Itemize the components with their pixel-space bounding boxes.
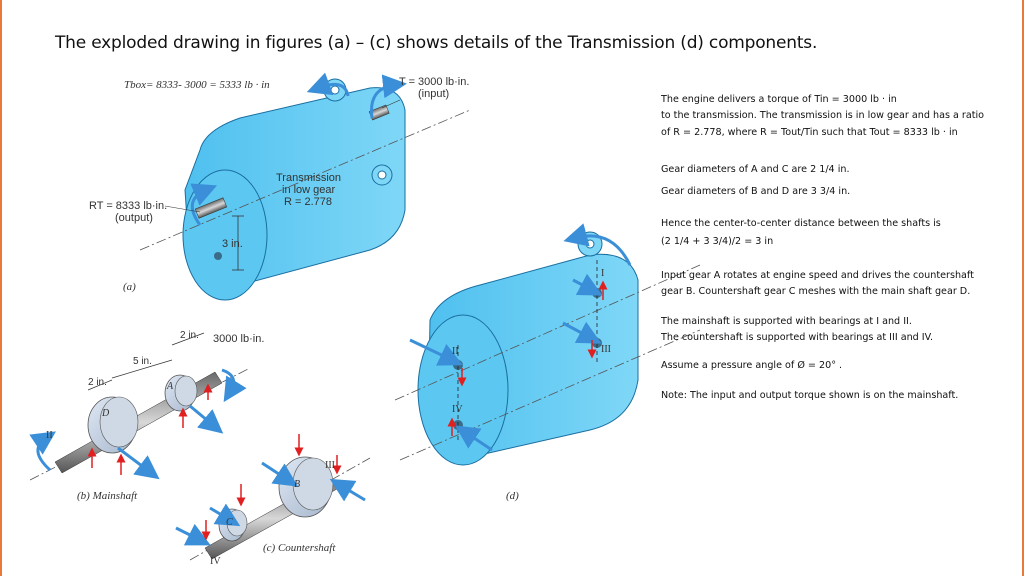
centerline-d-2 [399, 329, 701, 461]
dim-2in-left-label: 2 in. [88, 377, 107, 388]
figure-c-caption: (c) Countershaft [263, 542, 336, 554]
gear-c-label: C [226, 517, 233, 528]
dim-line-2in-left-b [87, 379, 113, 391]
dim-5in-label: 5 in. [133, 356, 152, 367]
panel-p5-line1: The mainshaft is supported with bearings… [661, 316, 912, 327]
gear-a-hub-b [174, 375, 198, 407]
figure-a [139, 72, 471, 301]
leader-line-input-a [381, 99, 401, 109]
figure-c [175, 434, 371, 561]
input-torque-sublabel: (input) [418, 88, 450, 100]
panel-p2-line1: Gear diameters of A and C are 2 1/4 in. [661, 164, 850, 175]
panel-p1-line1: The engine delivers a torque of Tin = 30… [661, 94, 897, 105]
panel-p5-line2: The countershaft is supported with beari… [661, 332, 934, 343]
dim-2in-top-label: 2 in. [180, 330, 199, 341]
tbox-label: Tbox= 8333- 3000 = 5333 lb · in [124, 79, 270, 91]
torque-arrow-top-d [563, 223, 632, 266]
panel-p7-line1: Note: The input and output torque shown … [661, 390, 959, 401]
force-arrow-blue-3-c [209, 503, 241, 527]
panel-p6-line1: Assume a pressure angle of Ø = 20° . [661, 360, 843, 371]
mount-ear-side-hole-a [377, 170, 387, 180]
bearing-iii-label-d: III [601, 344, 611, 355]
output-torque-sublabel: (output) [115, 212, 153, 224]
figure-d-caption: (d) [506, 490, 519, 502]
panel-p4-line1: Input gear A rotates at engine speed and… [661, 270, 974, 281]
gear-d-hub-b [99, 396, 139, 448]
panel-p4-line2: gear B. Countershaft gear C meshes with … [661, 286, 971, 297]
transmission-label-2: in low gear [282, 184, 336, 196]
centerline-a [139, 109, 471, 251]
bearing-iv-label-d: IV [452, 404, 463, 415]
gear-b-label: B [294, 479, 301, 490]
leader-line-a [164, 205, 201, 213]
torque-arrow-right-b [221, 368, 247, 403]
force-arrow-blue-2-d [562, 321, 602, 344]
transmission-end-face-d [417, 314, 509, 466]
figure-b [29, 332, 251, 481]
force-arrow-blue-3-d [409, 338, 463, 366]
bearing-iii-label-c: III [325, 460, 335, 471]
mount-ear-top-hole-d [585, 239, 595, 249]
figure-d [394, 223, 701, 466]
input-torque-label: T = 3000 lb·in. [399, 76, 470, 88]
input-torque-arrow-a [369, 74, 407, 119]
bearing-ii-label-b: II [46, 430, 53, 441]
force-arrow-blue-1-d [572, 273, 603, 296]
figure-a-caption: (a) [123, 281, 136, 293]
panel-p1-line2: to the transmission. The transmission is… [661, 110, 985, 121]
panel-p3-line2: (2 1/4 + 3 3/4)/2 = 3 in [661, 236, 774, 247]
output-torque-label: RT = 8333 lb·in. [89, 200, 168, 212]
transmission-ratio-label: R = 2.778 [284, 196, 333, 208]
panel-p3-line1: Hence the center-to-center distance betw… [661, 218, 941, 229]
frame-right-border [1022, 0, 1024, 576]
dim-line-5in-b [111, 359, 173, 379]
torque-arrow-left-b [29, 431, 56, 472]
mount-ear-top-hole-a [330, 85, 340, 95]
force-arrow-blue-1-b [117, 446, 160, 480]
bearing-i-label-d: I [601, 268, 605, 279]
top-torque-arrow-a [306, 72, 350, 97]
force-arrow-blue-2-b [189, 404, 224, 434]
force-arrow-blue-1-c [261, 461, 299, 487]
frame-left-border [0, 0, 2, 576]
force-arrow-blue-2-c [329, 478, 366, 502]
bearing-ii-label-d: II [452, 346, 459, 357]
transmission-label-1: Transmission [276, 172, 341, 184]
mainshaft-torque-label: 3000 lb·in. [213, 333, 265, 345]
centerline-d-1 [394, 264, 701, 401]
bearing-iv-label-c: IV [210, 556, 221, 567]
countershaft-hole-a [214, 252, 222, 260]
panel-p2-line2: Gear diameters of B and D are 3 3/4 in. [661, 186, 851, 197]
gear-a-label: A [167, 381, 174, 392]
dim-line-2in-top-b [171, 332, 205, 346]
force-arrow-blue-4-d [455, 425, 493, 452]
gear-d-label: D [102, 408, 110, 419]
transmission-end-face-a [182, 169, 268, 301]
dim-3in-label: 3 in. [222, 238, 243, 250]
slide-title: The exploded drawing in figures (a) – (c… [55, 33, 818, 53]
output-torque-arrow-a [190, 183, 218, 226]
figure-b-caption: (b) Mainshaft [77, 490, 138, 502]
panel-p1-line3: of R = 2.778, where R = Tout/Tin such th… [661, 127, 958, 138]
force-arrow-blue-4-c [175, 523, 211, 546]
